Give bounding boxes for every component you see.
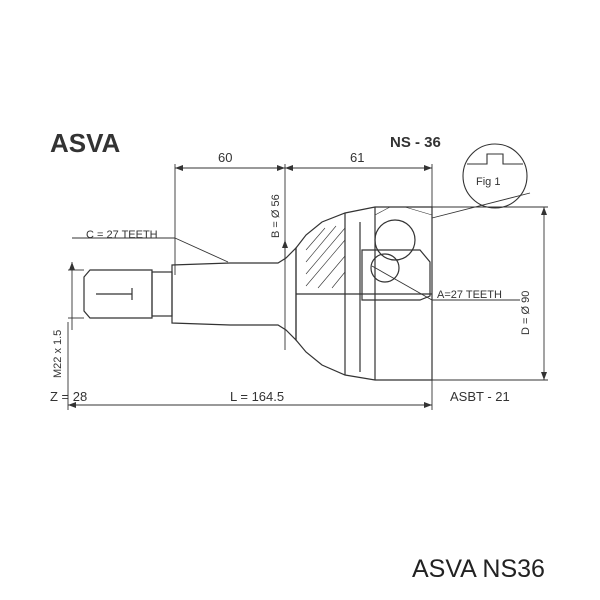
- dim-z-teeth: Z = 28: [50, 389, 88, 404]
- dim-outer-diameter: D = Ø 90: [520, 290, 532, 335]
- dim-thread: M22 x 1.5: [52, 329, 64, 378]
- dim-total-length: L = 164.5: [230, 389, 285, 404]
- threaded-stub: [83, 269, 153, 319]
- boot-code: ASBT - 21: [450, 389, 510, 404]
- footer-caption: ASVA NS36: [412, 555, 545, 583]
- inner-race: [374, 219, 416, 261]
- dim-inner-spline: A=27 TEETH: [437, 289, 502, 301]
- brand-logo-text: ASVA: [50, 128, 121, 158]
- dim-left-length: 60: [218, 150, 233, 165]
- spline-section: [151, 271, 173, 317]
- fig-inset-circle: [462, 143, 528, 209]
- dim-shaft-spline: C = 27 TEETH: [86, 229, 158, 241]
- shaft: [171, 246, 297, 342]
- dim-right-length: 61: [350, 150, 365, 165]
- dim-shaft-diameter: B = Ø 56: [270, 194, 282, 238]
- part-code: NS - 36: [390, 134, 441, 151]
- fig-label: Fig 1: [476, 176, 501, 188]
